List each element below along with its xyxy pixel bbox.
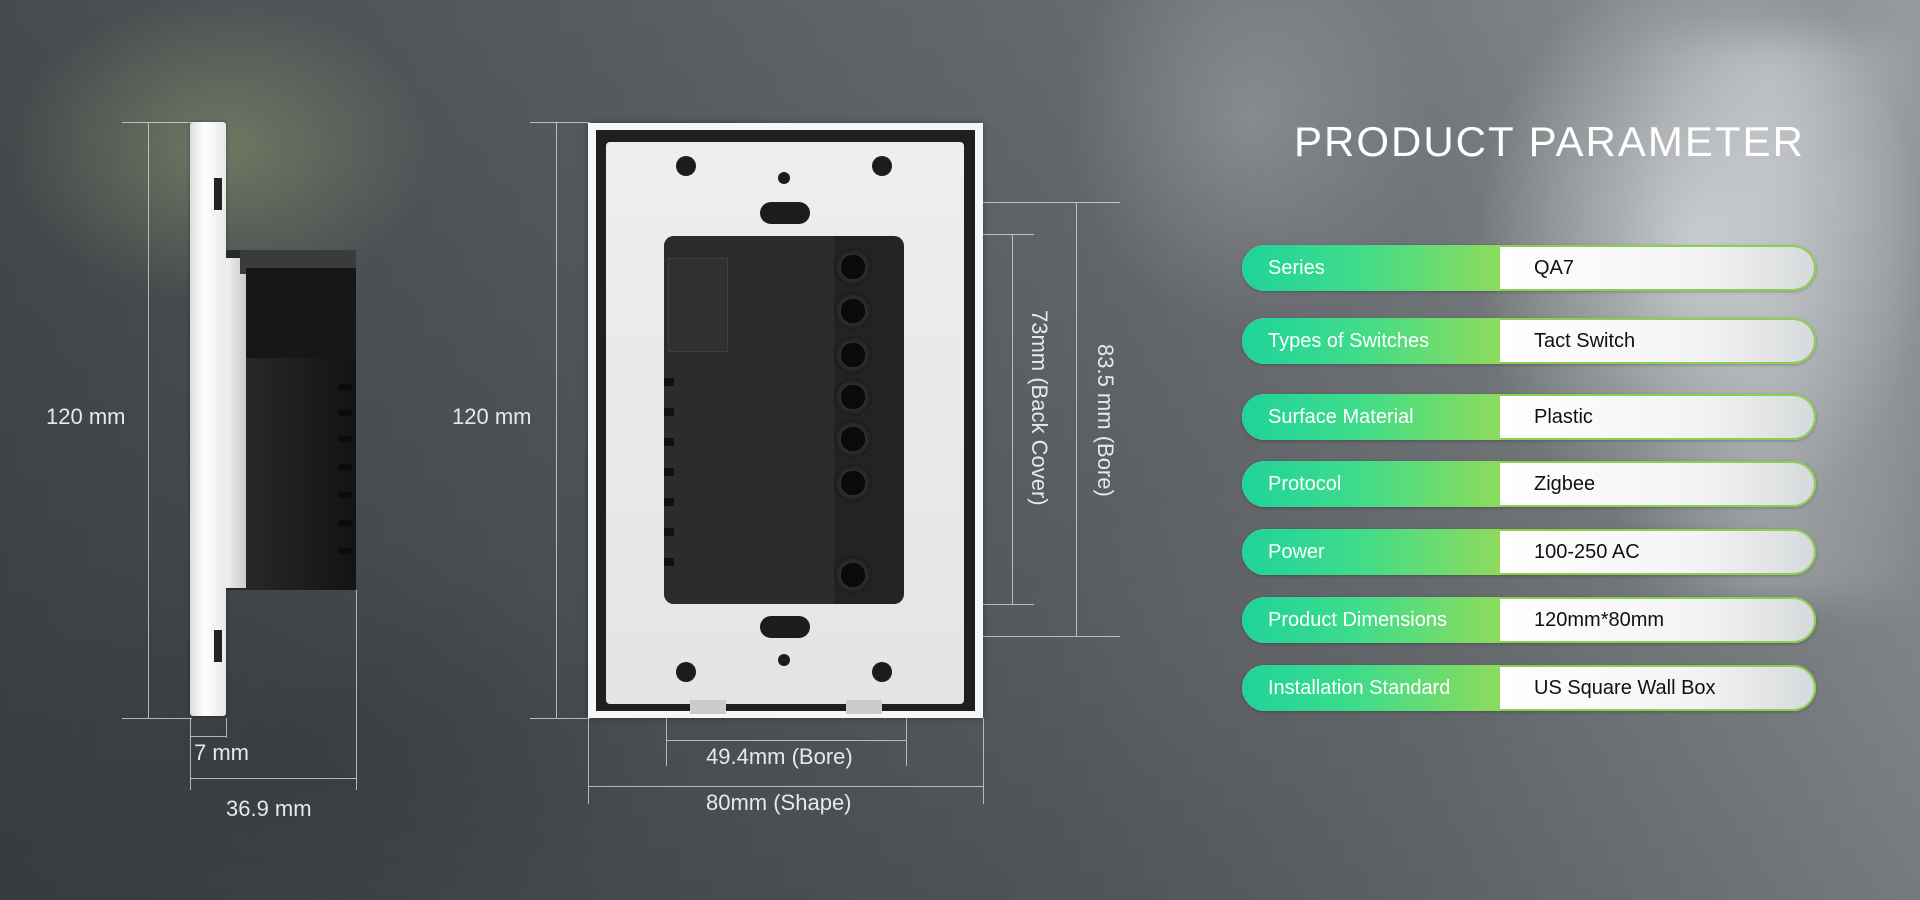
side-tab (338, 464, 352, 470)
wire-terminal (834, 420, 872, 458)
param-key: Power (1242, 529, 1500, 575)
param-value: Plastic (1534, 406, 1593, 428)
cover-ridge (664, 378, 674, 386)
shape-width-label: 80mm (Shape) (706, 790, 852, 815)
wire-terminal (834, 378, 872, 416)
side-tab (338, 436, 352, 442)
side-tab (338, 492, 352, 498)
cover-ridge (664, 528, 674, 536)
param-row-surface-material: Surface Material Plastic (1242, 394, 1816, 440)
cover-ridge (664, 438, 674, 446)
param-key: Protocol (1242, 461, 1500, 507)
wire-terminal (834, 556, 872, 594)
param-key: Product Dimensions (1242, 597, 1500, 643)
side-tab (338, 520, 352, 526)
dim-line-plate-right (226, 718, 227, 738)
plate-depth-label: 7 mm (194, 740, 249, 765)
param-value: Zigbee (1534, 473, 1596, 495)
side-view-plate (190, 122, 226, 716)
param-value: 120mm*80mm (1534, 609, 1665, 631)
dim-line-shape-right (983, 718, 984, 804)
mounting-slot-top (760, 202, 810, 224)
dim-line-bore-height (1076, 202, 1077, 636)
param-value: QA7 (1534, 257, 1575, 279)
wire-terminal (834, 336, 872, 374)
back-cover-height-label: 73mm (Back Cover) (1027, 310, 1052, 506)
dim-line-side-top (122, 122, 192, 123)
side-height-label: 120 mm (46, 404, 126, 429)
cover-ridge (664, 468, 674, 476)
total-depth-label: 36.9 mm (226, 796, 312, 821)
param-row-installation-standard: Installation Standard US Square Wall Box (1242, 665, 1816, 711)
dim-line-front-bottom (530, 718, 590, 719)
mounting-hole (872, 662, 892, 682)
bore-width-label: 49.4mm (Bore) (706, 744, 853, 769)
dim-line-shape-width (588, 786, 983, 787)
side-tab (338, 410, 352, 416)
param-row-switch-type: Types of Switches Tact Switch (1242, 318, 1816, 364)
param-key: Types of Switches (1242, 318, 1500, 364)
mounting-hole-small (778, 654, 790, 666)
side-tab (338, 548, 352, 554)
param-row-dimensions: Product Dimensions 120mm*80mm (1242, 597, 1816, 643)
param-row-series: Series QA7 (1242, 245, 1816, 291)
dim-line-side-height (148, 122, 149, 718)
dim-line-plate-left (190, 718, 191, 790)
front-view-label-area (668, 258, 728, 352)
mounting-hole (676, 156, 696, 176)
side-slot-top (214, 178, 222, 210)
side-tab (338, 384, 352, 390)
cover-ridge (664, 498, 674, 506)
frame-foot (690, 700, 726, 714)
param-key: Surface Material (1242, 394, 1500, 440)
panel-title: PRODUCT PARAMETER (1294, 118, 1805, 165)
param-row-power: Power 100-250 AC (1242, 529, 1816, 575)
param-row-protocol: Protocol Zigbee (1242, 461, 1816, 507)
dim-line-side-bottom (122, 718, 192, 719)
dim-line-total-depth (190, 778, 356, 779)
mounting-hole-small (778, 172, 790, 184)
mounting-hole (676, 662, 696, 682)
wire-terminal (834, 464, 872, 502)
wire-terminal (834, 248, 872, 286)
wire-terminal (834, 292, 872, 330)
dim-line-bore-width (666, 740, 906, 741)
front-height-label: 120 mm (452, 404, 532, 429)
mounting-hole (872, 156, 892, 176)
frame-foot (846, 700, 882, 714)
dim-line-front-top (530, 122, 590, 123)
dim-line-plate-depth (190, 736, 226, 737)
cover-ridge (664, 408, 674, 416)
param-key: Series (1242, 245, 1500, 291)
dim-line-front-height (556, 122, 557, 718)
param-value: 100-250 AC (1534, 541, 1640, 563)
side-slot-bottom (214, 630, 222, 662)
bore-height-label: 83.5 mm (Bore) (1093, 344, 1118, 497)
dim-line-shape-left (588, 718, 589, 804)
dim-line-cover-height (1012, 234, 1013, 604)
side-view-body-recess (246, 268, 356, 358)
param-value: US Square Wall Box (1534, 677, 1716, 699)
mounting-slot-bottom (760, 616, 810, 638)
cover-ridge (664, 558, 674, 566)
param-key: Installation Standard (1242, 665, 1500, 711)
param-value: Tact Switch (1534, 330, 1636, 352)
side-view-strip (226, 258, 246, 588)
dim-line-body-right (356, 590, 357, 790)
